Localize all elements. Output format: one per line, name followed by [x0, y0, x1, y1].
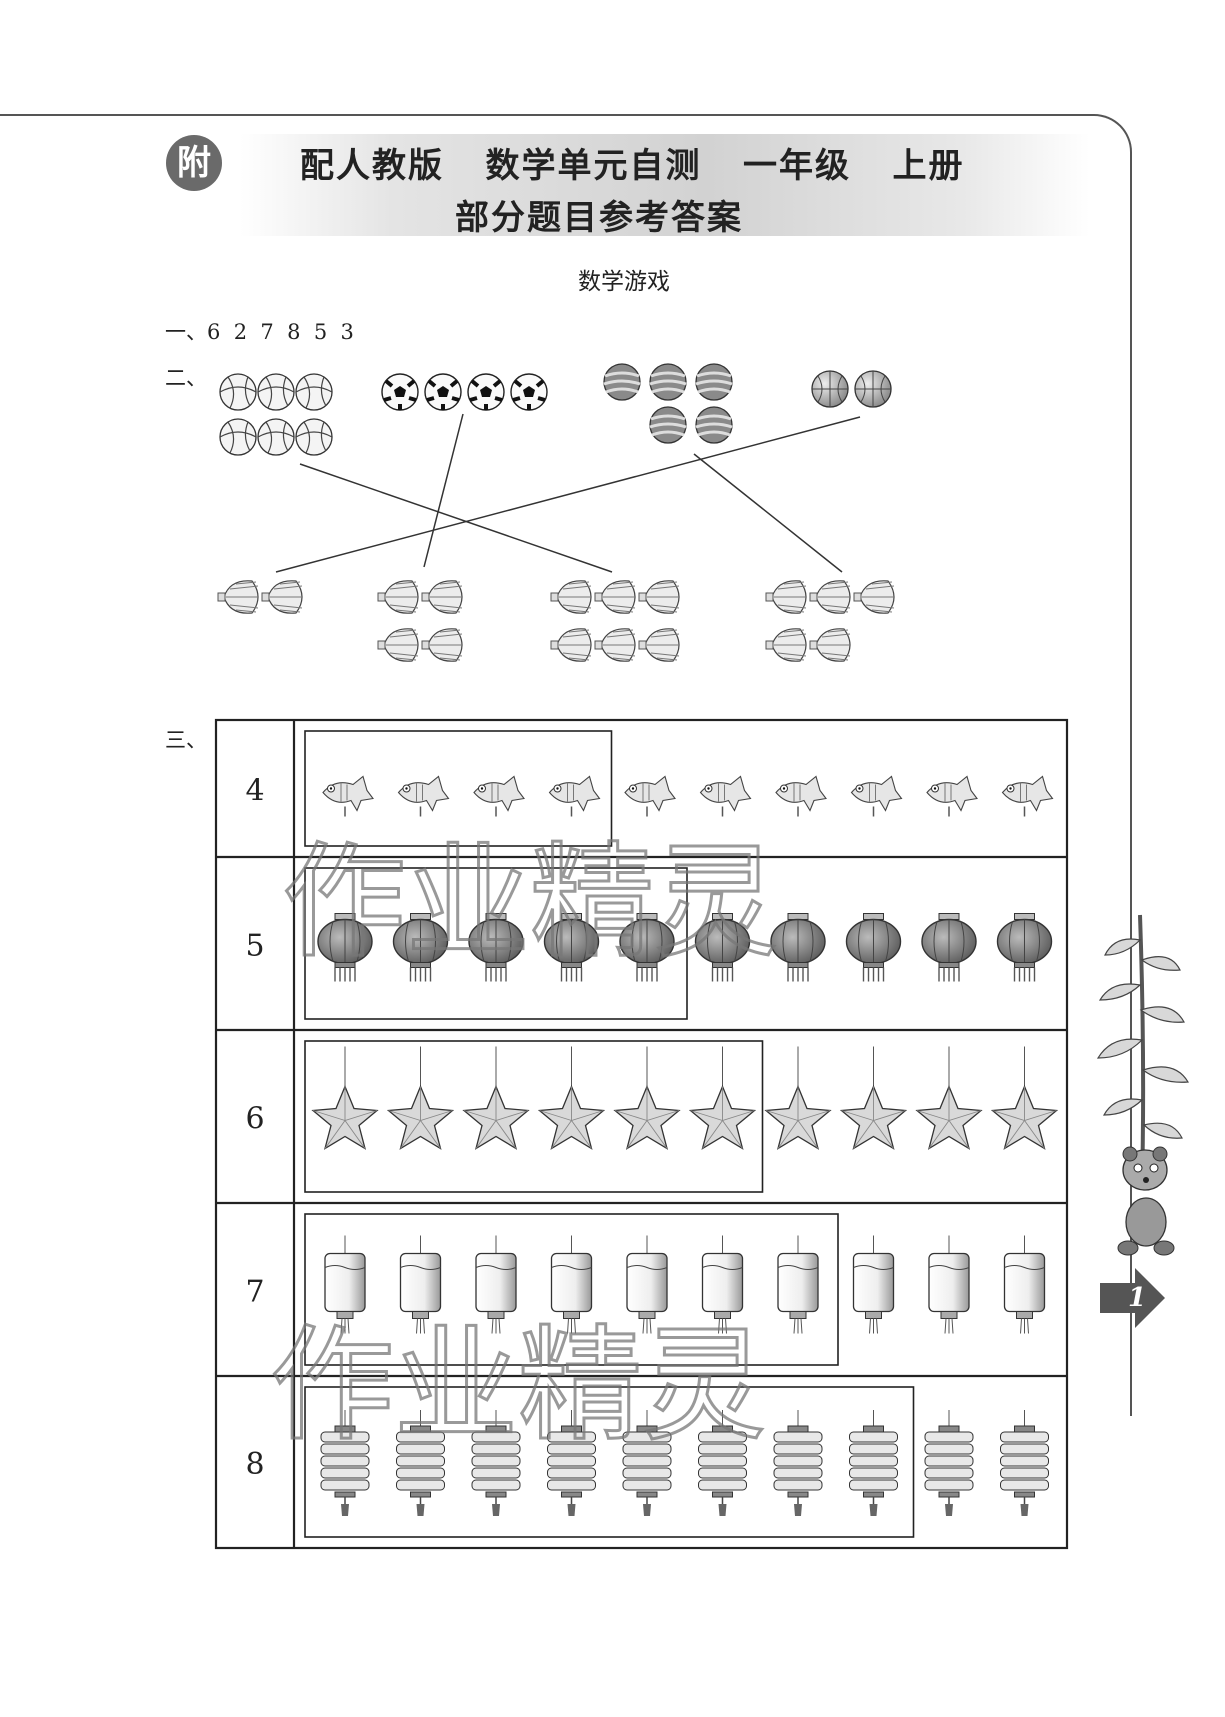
paper-lantern-icon [848, 1409, 899, 1517]
volleyball-group [219, 373, 333, 456]
star-lantern-icon [538, 1045, 605, 1150]
bamboo-decoration [1096, 914, 1190, 1256]
basketball-group [811, 370, 892, 408]
star-lantern-icon [463, 1045, 529, 1150]
fish-icon [473, 775, 525, 818]
row-number: 8 [245, 1447, 264, 1482]
counting-table [214, 718, 1069, 1550]
round-lantern-icon [845, 912, 902, 983]
question-2-label: 二、 [165, 366, 207, 390]
paper-lantern-icon [773, 1409, 823, 1517]
fish-icon [397, 775, 450, 818]
page-frame [0, 114, 1132, 1416]
star-lantern-icon [765, 1045, 831, 1150]
star-lantern-icon [916, 1045, 982, 1150]
fish-icon [1001, 775, 1054, 818]
page-subtitle: 部分题目参考答案 [455, 198, 743, 238]
cylinder-lantern-icon [777, 1234, 819, 1335]
page-title: 配人教版 数学单元自测 一年级 上册 [300, 146, 965, 186]
matching-lines [275, 413, 861, 573]
fish-icon [624, 775, 676, 818]
circled-group-box [304, 1213, 839, 1366]
count-row-6: 6 [245, 1040, 1058, 1193]
page-number-tab: 1 [1100, 1268, 1165, 1328]
count-row-4: 4 [245, 730, 1054, 847]
circled-group-box [304, 1040, 764, 1193]
watermark-text-1: 作业精灵 [282, 831, 778, 975]
paper-lantern-icon [999, 1409, 1050, 1517]
question-3-label: 三、 [165, 728, 207, 752]
star-lantern-icon [991, 1045, 1058, 1150]
page-number: 1 [1128, 1283, 1146, 1313]
row-number: 7 [245, 1275, 264, 1310]
star-lantern-icon [614, 1045, 680, 1150]
striped-ball-group [602, 362, 734, 445]
fish-icon [548, 775, 601, 818]
round-lantern-icon [921, 912, 977, 983]
row-number: 5 [245, 929, 264, 964]
question-1: 一、6 2 7 8 5 3 [165, 316, 354, 346]
fish-icon [775, 775, 827, 818]
fish-icon [322, 775, 374, 818]
fish-icon [699, 775, 752, 818]
round-lantern-icon [996, 912, 1053, 983]
cylinder-lantern-icon [928, 1234, 970, 1335]
fish-icon [926, 775, 978, 818]
cylinder-lantern-icon [852, 1234, 895, 1335]
circled-group-box [304, 730, 613, 847]
row-number: 6 [245, 1102, 264, 1137]
circled-group-box [304, 1386, 915, 1538]
count-row-5: 5 [245, 867, 1053, 1020]
watermark-text-2: 作业精灵 [270, 1314, 766, 1458]
round-lantern-icon [770, 912, 826, 983]
shell-group-6 [550, 580, 680, 662]
star-lantern-icon [312, 1045, 378, 1150]
count-row-8: 8 [245, 1386, 1050, 1538]
section-title: 数学游戏 [578, 269, 670, 295]
row-number: 4 [245, 774, 264, 809]
question-1-label: 一、 [165, 320, 207, 344]
question-1-answers: 6 2 7 8 5 3 [207, 320, 354, 344]
star-lantern-icon [840, 1045, 907, 1150]
cylinder-lantern-icon [1003, 1234, 1046, 1335]
watermark: 作业精灵 作业精灵 [269, 830, 780, 1460]
shell-group-4 [377, 580, 463, 662]
appendix-badge: 附 [166, 135, 222, 191]
count-row-7: 7 [245, 1213, 1046, 1366]
fish-icon [850, 775, 903, 818]
shell-group-2 [217, 580, 303, 614]
soccer-ball-group [380, 372, 549, 412]
star-lantern-icon [387, 1045, 454, 1150]
shell-group-5 [765, 580, 895, 662]
header-band [240, 134, 1090, 236]
star-lantern-icon [689, 1045, 756, 1150]
paper-lantern-icon [924, 1409, 974, 1517]
circled-group-box [304, 867, 688, 1020]
